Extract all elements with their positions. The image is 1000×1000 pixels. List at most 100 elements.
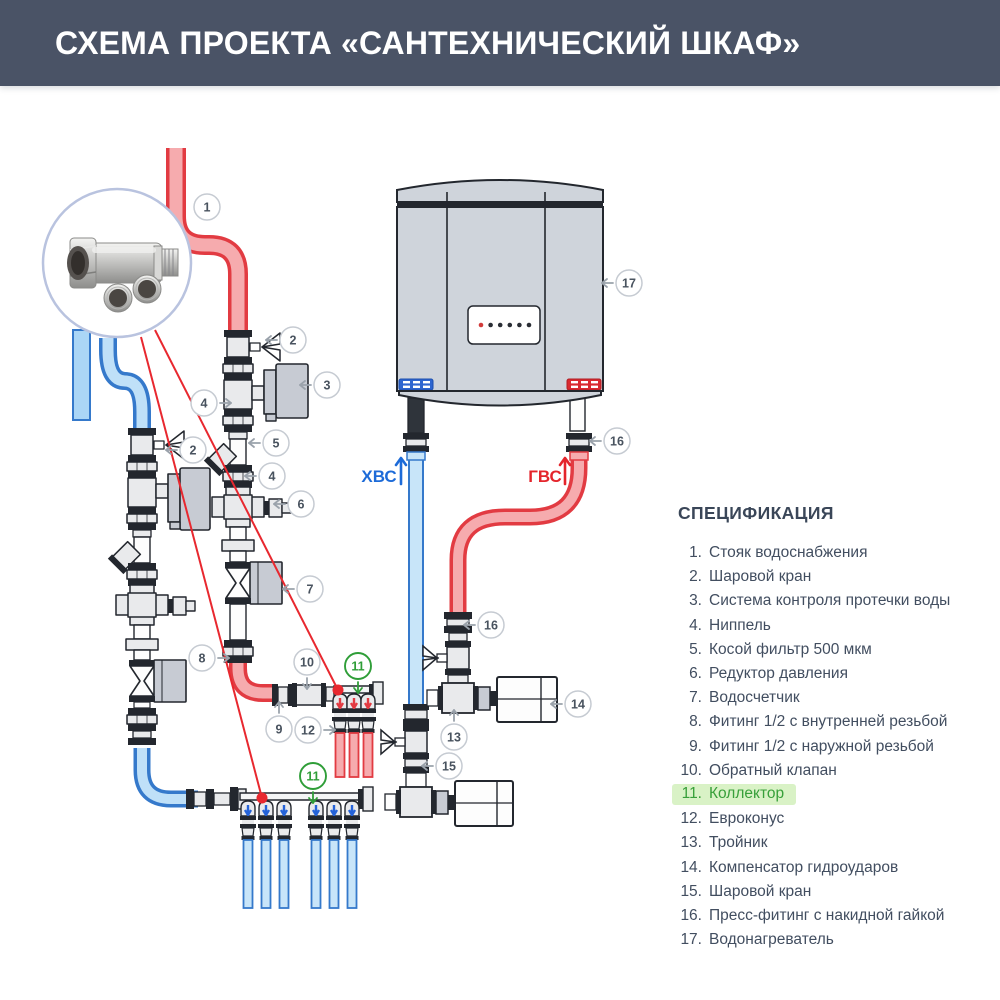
callout-2: 2	[165, 436, 207, 464]
callout-12: 12	[294, 716, 336, 744]
angle-filter-cold	[107, 540, 142, 575]
svg-text:4: 4	[201, 397, 208, 411]
spec-item: 17.Водонагреватель	[680, 931, 834, 949]
svg-text:4: 4	[269, 470, 276, 484]
spec-item: 8.Фитинг 1/2 с внутренней резьбой	[689, 713, 948, 731]
heater-cold-port	[398, 378, 434, 391]
leak-control-device-hot	[263, 363, 309, 422]
spec-item: 7.Водосчетчик	[689, 689, 800, 707]
spec-item: 16.Пресс-фитинг с накидной гайкой	[680, 906, 945, 924]
water-meter-hot	[225, 561, 283, 605]
specification-panel: СПЕЦИФИКАЦИЯ 1.Стояк водоснабжения 2.Шаро…	[672, 503, 988, 952]
callout-1: 1	[193, 193, 221, 221]
svg-text:2: 2	[190, 444, 197, 458]
spec-heading: СПЕЦИФИКАЦИЯ	[678, 503, 834, 523]
callout-15: 15	[421, 752, 463, 780]
hot-collector-outlet-pipes	[334, 732, 374, 778]
spec-item: 2.Шаровой кран	[689, 568, 812, 586]
svg-text:5: 5	[273, 437, 280, 451]
collector-leader-lines	[140, 329, 344, 804]
spec-item: 15.Шаровой кран	[680, 882, 812, 900]
leader-dot-cold-collector	[256, 792, 268, 804]
water-meter-cold	[129, 659, 187, 703]
cold-branch-fittings	[380, 433, 514, 827]
spec-item: 13.Тройник	[680, 834, 768, 852]
callout-11: 11	[344, 652, 372, 694]
spec-item: 12.Евроконус	[680, 810, 785, 828]
spec-item: 10.Обратный клапан	[680, 761, 837, 779]
svg-text:16: 16	[610, 435, 624, 449]
tee-cold	[384, 786, 436, 818]
heater-hot-port	[566, 378, 602, 391]
cold-line-assembly	[107, 428, 211, 745]
callout-10: 10	[293, 648, 321, 690]
cold-supply-pipe-hvs	[408, 451, 424, 709]
callout-7: 7	[282, 575, 324, 603]
svg-text:11: 11	[306, 770, 319, 784]
cold-riser-pipe	[72, 329, 151, 434]
callout-3: 3	[299, 371, 341, 399]
svg-text:12: 12	[301, 724, 315, 738]
water-heater	[396, 179, 604, 434]
svg-text:9: 9	[276, 723, 283, 737]
cold-elbow-to-collector	[133, 748, 198, 808]
callout-5: 5	[248, 429, 290, 457]
spec-item: 5.Косой фильтр 500 мкм	[689, 640, 872, 658]
callout-16: 16	[589, 427, 631, 455]
hot-supply-label: ГВС	[528, 467, 562, 486]
callout-2: 2	[265, 326, 307, 354]
spec-item: 1.Стояк водоснабжения	[689, 544, 868, 562]
svg-text:17: 17	[622, 277, 636, 291]
spec-item: 4.Ниппель	[689, 616, 771, 634]
svg-text:3: 3	[324, 379, 331, 393]
spec-item: 11.Коллектор	[672, 783, 988, 807]
svg-text:2: 2	[290, 334, 297, 348]
spec-item: 6.Редуктор давления	[689, 665, 848, 683]
svg-text:14: 14	[571, 698, 585, 712]
callout-4: 4	[190, 389, 232, 417]
hot-branch-fittings	[422, 433, 592, 723]
callout-17: 17	[601, 269, 643, 297]
callout-16: 16	[463, 611, 505, 639]
spec-item: 14.Компенсатор гидроударов	[680, 858, 899, 876]
ball-valve-15	[380, 725, 429, 759]
cold-collector	[237, 786, 374, 909]
ball-valve-hot	[249, 332, 281, 362]
svg-text:7: 7	[307, 583, 314, 597]
hydraulic-compensator-cold	[435, 780, 514, 827]
ball-valve-hot-branch	[422, 641, 471, 675]
hydraulic-compensator-hot	[477, 676, 558, 723]
leak-control-device-cold	[167, 467, 211, 531]
svg-text:13: 13	[447, 731, 461, 745]
page-title: СХЕМА ПРОЕКТА «САНТЕХНИЧЕСКИЙ ШКАФ»	[55, 24, 801, 61]
heater-control-panel	[467, 305, 541, 345]
cold-supply-label: ХВС	[361, 467, 396, 486]
svg-text:16: 16	[484, 619, 498, 633]
leader-dot-hot-collector	[332, 684, 344, 696]
inset-photo-collector	[41, 187, 193, 339]
cold-up-arrow-icon	[394, 456, 408, 486]
callout-9: 9	[265, 701, 293, 743]
pipe-labels: ХВС ГВС	[361, 456, 572, 486]
cold-collector-outlet-pipes	[242, 839, 358, 909]
svg-text:8: 8	[199, 652, 206, 666]
press-fittings-cold-run	[186, 787, 238, 811]
svg-text:15: 15	[442, 760, 456, 774]
hot-supply-pipe-gvs	[449, 450, 588, 614]
spec-item: 9.Фитинг 1/2 с наружной резьбой	[689, 737, 934, 755]
callout-8: 8	[188, 644, 230, 672]
callout-4: 4	[244, 462, 286, 490]
spec-list: 1.Стояк водоснабжения 2.Шаровой кран 3.Сис…	[672, 541, 988, 952]
svg-text:6: 6	[298, 498, 305, 512]
check-valve	[292, 683, 326, 707]
callout-6: 6	[273, 490, 315, 518]
hot-up-arrow-icon	[558, 456, 572, 486]
callout-13: 13	[440, 709, 468, 751]
callout-11: 11	[299, 762, 327, 804]
tee-hot	[426, 682, 478, 714]
spec-item: 3.Система контроля протечки воды	[689, 592, 951, 610]
svg-text:1: 1	[204, 201, 211, 215]
svg-text:11: 11	[351, 660, 364, 674]
